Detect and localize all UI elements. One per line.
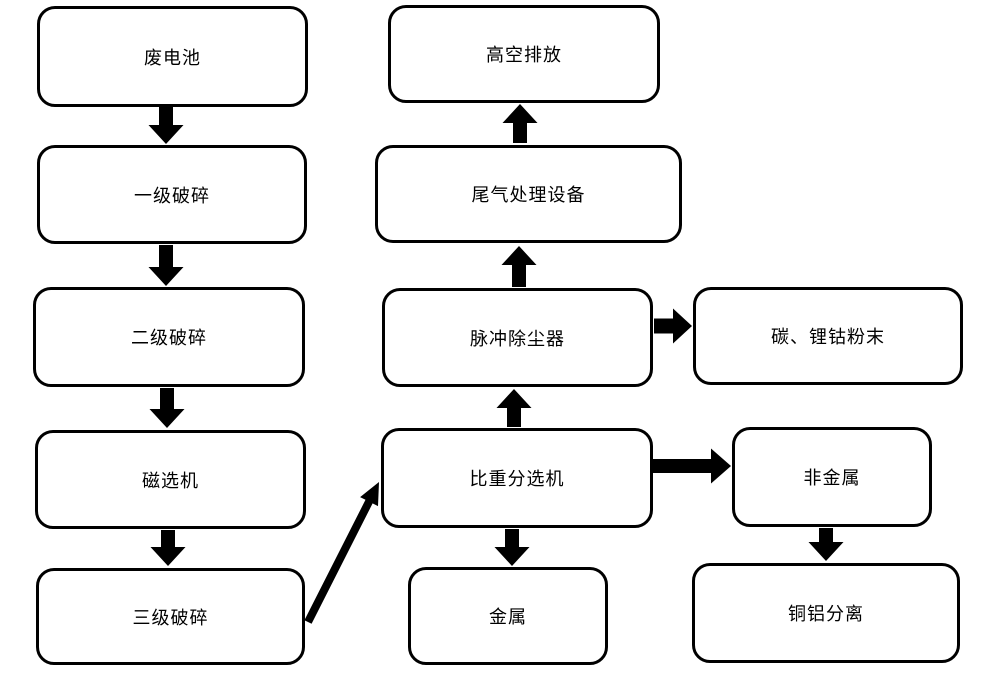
arrow-waste-battery-to-primary-crushing [148,104,184,144]
node-secondary-crushing-label: 二级破碎 [131,328,207,349]
arrow-secondary-crushing-to-magnetic-separator [149,388,185,428]
node-waste-battery: 废电池 [37,6,308,107]
arrow-gravity-separator-to-pulse-dust-collector [496,389,532,427]
node-pulse-dust-collector-label: 脉冲除尘器 [470,328,565,350]
node-primary-crushing-label: 一级破碎 [134,185,210,207]
node-non-metal-label: 非金属 [803,468,861,489]
node-metal: 金属 [408,567,608,665]
node-exhaust-gas-treatment-label: 尾气处理设备 [471,185,586,206]
arrow-pulse-dust-collector-to-exhaust-gas-treatment [501,246,537,287]
node-carbon-lithium-cobalt-powder-label: 碳、锂钴粉末 [771,327,885,348]
node-pulse-dust-collector: 脉冲除尘器 [382,288,653,387]
node-copper-aluminum-separation: 铜铝分离 [692,563,960,663]
arrow-pulse-dust-collector-to-carbon-powder [654,308,692,344]
arrow-magnetic-separator-to-tertiary-crushing [150,530,186,566]
arrow-gravity-separator-to-metal [494,529,530,566]
node-tertiary-crushing: 三级破碎 [36,568,305,665]
node-gravity-separator: 比重分选机 [381,428,653,528]
node-magnetic-separator: 磁选机 [35,430,306,529]
node-primary-crushing: 一级破碎 [37,145,307,244]
node-secondary-crushing: 二级破碎 [33,287,305,387]
arrow-gravity-separator-to-non-metal [651,448,731,484]
node-magnetic-separator-label: 磁选机 [142,470,199,492]
node-exhaust-gas-treatment: 尾气处理设备 [375,145,682,243]
node-metal-label: 金属 [489,607,527,628]
node-tertiary-crushing-label: 三级破碎 [132,607,209,629]
arrow-non-metal-to-copper-aluminum-separation [808,528,844,561]
arrow-tertiary-crushing-to-gravity-separator [304,482,379,624]
arrow-exhaust-gas-treatment-to-high-altitude-discharge [502,104,538,143]
node-high-altitude-discharge-label: 高空排放 [486,45,562,66]
node-non-metal: 非金属 [732,427,932,527]
node-gravity-separator-label: 比重分选机 [469,469,565,490]
node-high-altitude-discharge: 高空排放 [388,5,660,103]
node-copper-aluminum-separation-label: 铜铝分离 [788,604,864,625]
node-carbon-lithium-cobalt-powder: 碳、锂钴粉末 [693,287,963,385]
arrow-primary-crushing-to-secondary-crushing [148,245,184,286]
node-waste-battery-label: 废电池 [144,47,201,69]
